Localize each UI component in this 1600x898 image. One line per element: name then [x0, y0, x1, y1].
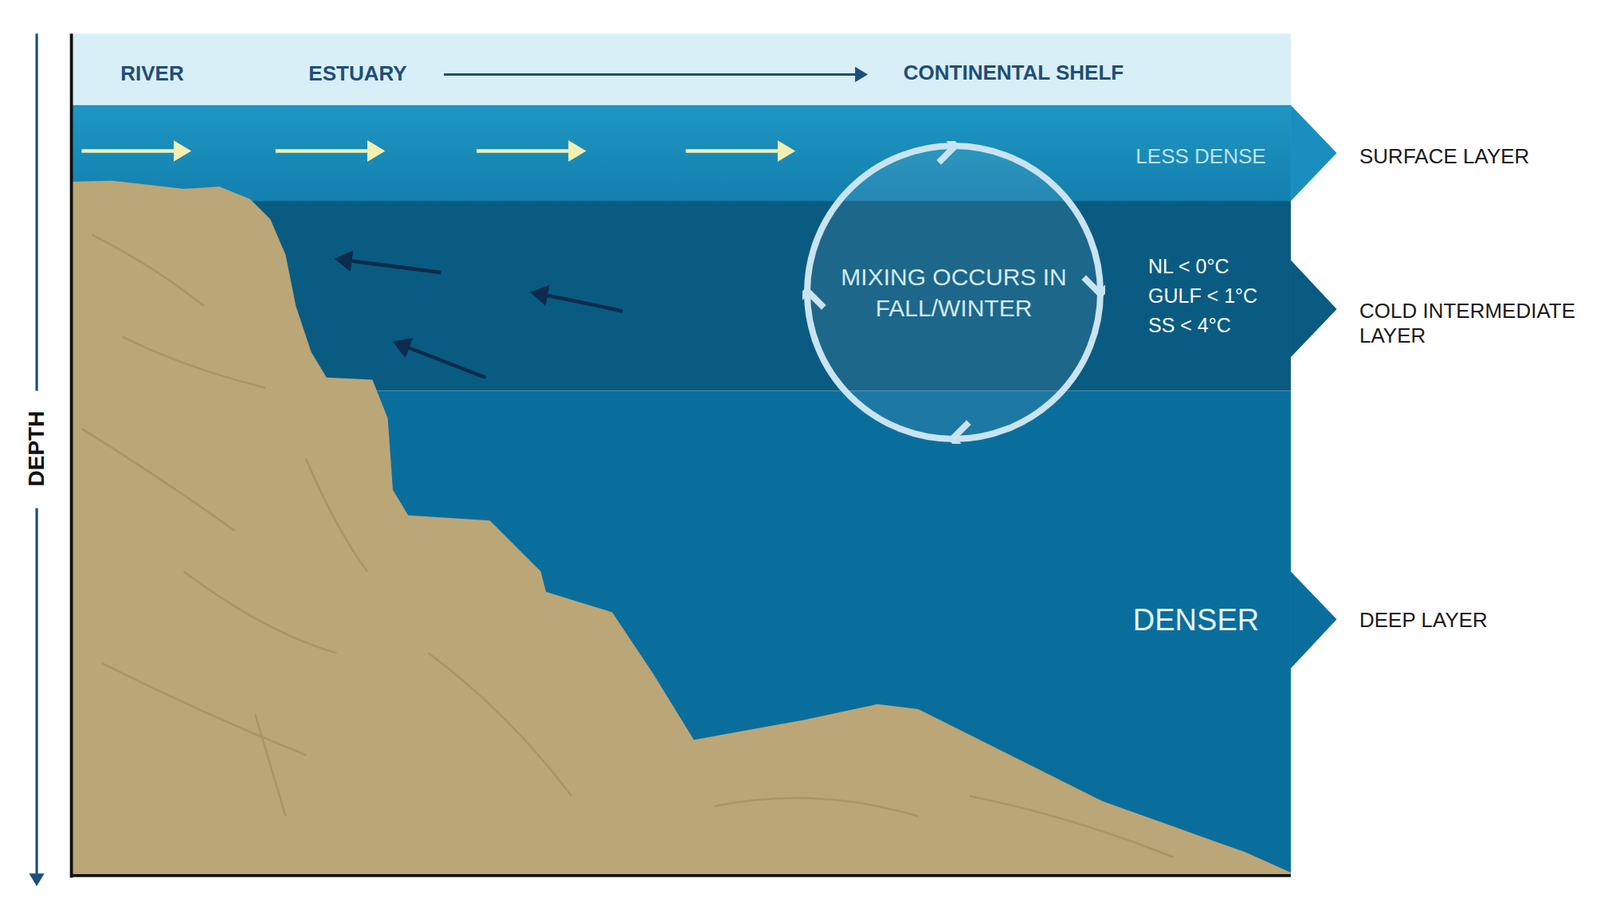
axis-title: DEPTH: [23, 407, 51, 491]
place-label: CONTINENTAL SHELF: [903, 60, 1124, 86]
layer-name: DEEP LAYER: [1359, 607, 1488, 633]
density-label: DENSER: [1133, 602, 1259, 640]
top-band: [71, 33, 1291, 106]
place-label: ESTUARY: [308, 61, 407, 87]
layer-name: SURFACE LAYER: [1359, 144, 1530, 169]
water-layers: [71, 105, 1291, 876]
temperature-note: GULF < 1°C: [1148, 283, 1258, 308]
layer-name: COLD INTERMEDIATE LAYER: [1359, 298, 1591, 349]
temperature-note: SS < 4°C: [1148, 313, 1232, 338]
mixing-circle: MIXING OCCURS IN FALL/WINTER: [802, 141, 1106, 444]
layer-chevrons: [1290, 105, 1338, 669]
deep-flow-arrows: [337, 258, 623, 378]
circle-outline: [802, 141, 1106, 444]
circle-text: MIXING OCCURS IN FALL/WINTER: [826, 261, 1082, 324]
density-label: LESS DENSE: [1135, 144, 1266, 169]
axes: [36, 33, 1291, 884]
surface-flow-arrows: [81, 149, 792, 153]
place-label: RIVER: [120, 61, 184, 87]
temperature-note: NL < 0°C: [1148, 254, 1229, 279]
seabed-rock: [71, 180, 1291, 876]
